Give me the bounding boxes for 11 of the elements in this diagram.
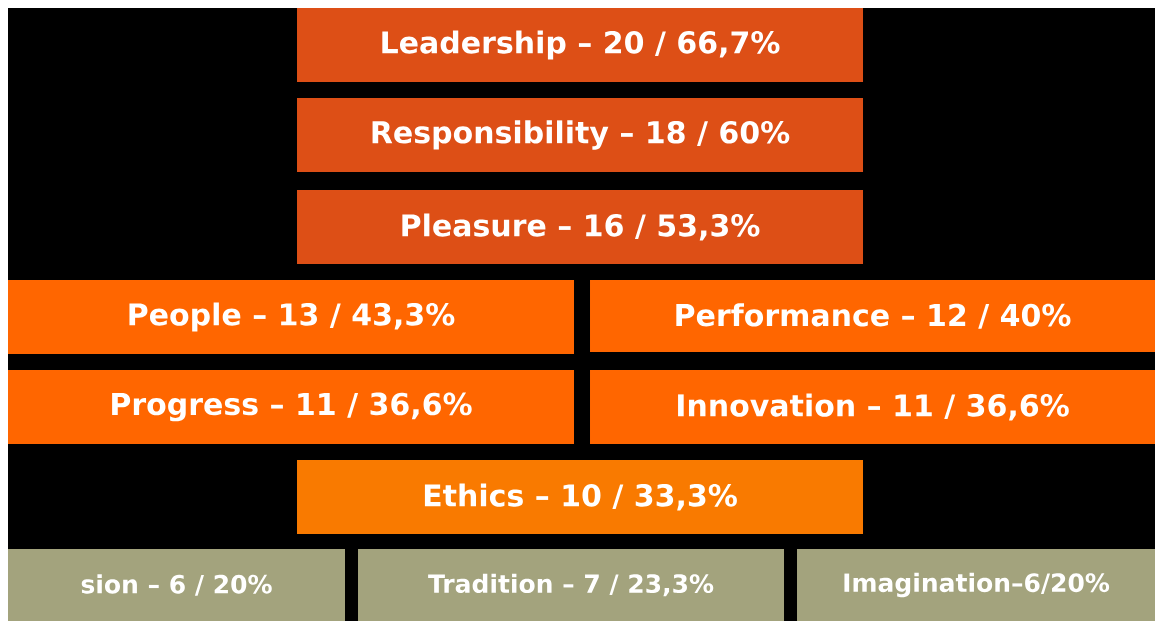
value-box: Innovation – 11 / 36,6% (590, 370, 1155, 444)
value-box: Leadership – 20 / 66,7% (297, 8, 863, 82)
value-box: sion – 6 / 20% (8, 549, 345, 621)
value-box: Responsibility – 18 / 60% (297, 98, 863, 172)
value-box: Performance – 12 / 40% (590, 280, 1155, 352)
value-box: People – 13 / 43,3% (8, 280, 574, 354)
value-box: Pleasure – 16 / 53,3% (297, 190, 863, 264)
value-box: Ethics – 10 / 33,3% (297, 460, 863, 534)
value-box: Progress – 11 / 36,6% (8, 370, 574, 444)
value-box: Tradition – 7 / 23,3% (358, 549, 784, 621)
value-box: Imagination–6/20% (797, 549, 1155, 621)
